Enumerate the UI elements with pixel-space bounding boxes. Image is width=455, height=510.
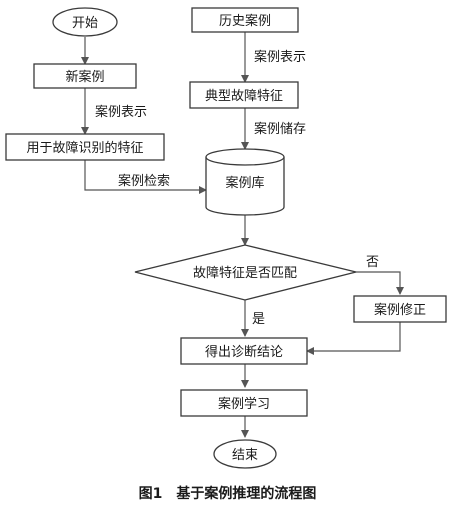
edges xyxy=(81,32,404,438)
node-new-case: 新案例 xyxy=(33,63,137,89)
node-diagnosis-features: 用于故障识别的特征 xyxy=(5,133,165,161)
node-case-base: 案例库 xyxy=(205,148,285,216)
node-diagnosis-features-label: 用于故障识别的特征 xyxy=(26,140,143,156)
node-typical-features-label: 典型故障特征 xyxy=(205,89,283,104)
edge-retrieval-to-case-base xyxy=(84,160,207,194)
node-typical-features: 典型故障特征 xyxy=(189,81,299,109)
edge-decision-no xyxy=(356,271,404,295)
edge-label-case-storage: 案例储存 xyxy=(254,122,306,137)
edge-label-yes: 是 xyxy=(252,312,265,327)
node-end-label: 结束 xyxy=(232,448,258,463)
node-diagnosis-result: 得出诊断结论 xyxy=(180,337,308,365)
edge-labels: 案例表示 案例表示 案例储存 案例检索 否 是 xyxy=(95,50,379,327)
node-case-revision-label: 案例修正 xyxy=(374,303,426,318)
edge-label-case-representation-2: 案例表示 xyxy=(254,50,306,65)
figure-caption: 图1 基于案例推理的流程图 xyxy=(138,486,317,502)
node-start-label: 开始 xyxy=(72,16,98,31)
node-history-cases: 历史案例 xyxy=(191,7,299,33)
node-match-decision: 故障特征是否匹配 xyxy=(134,244,357,301)
node-new-case-label: 新案例 xyxy=(65,69,104,85)
edge-label-case-representation-1: 案例表示 xyxy=(95,105,147,120)
node-match-decision-label: 故障特征是否匹配 xyxy=(193,266,297,281)
edge-label-case-retrieval: 案例检索 xyxy=(118,174,170,189)
node-start: 开始 xyxy=(52,7,118,37)
node-case-learning: 案例学习 xyxy=(180,389,308,417)
node-case-base-label: 案例库 xyxy=(225,175,264,191)
node-end: 结束 xyxy=(213,439,277,469)
node-history-cases-label: 历史案例 xyxy=(219,14,271,29)
edge-label-no: 否 xyxy=(366,255,379,270)
edge-revision-to-diagnosis xyxy=(306,322,401,355)
node-case-revision: 案例修正 xyxy=(353,295,447,323)
node-case-learning-label: 案例学习 xyxy=(218,396,270,412)
node-diagnosis-result-label: 得出诊断结论 xyxy=(205,344,283,360)
